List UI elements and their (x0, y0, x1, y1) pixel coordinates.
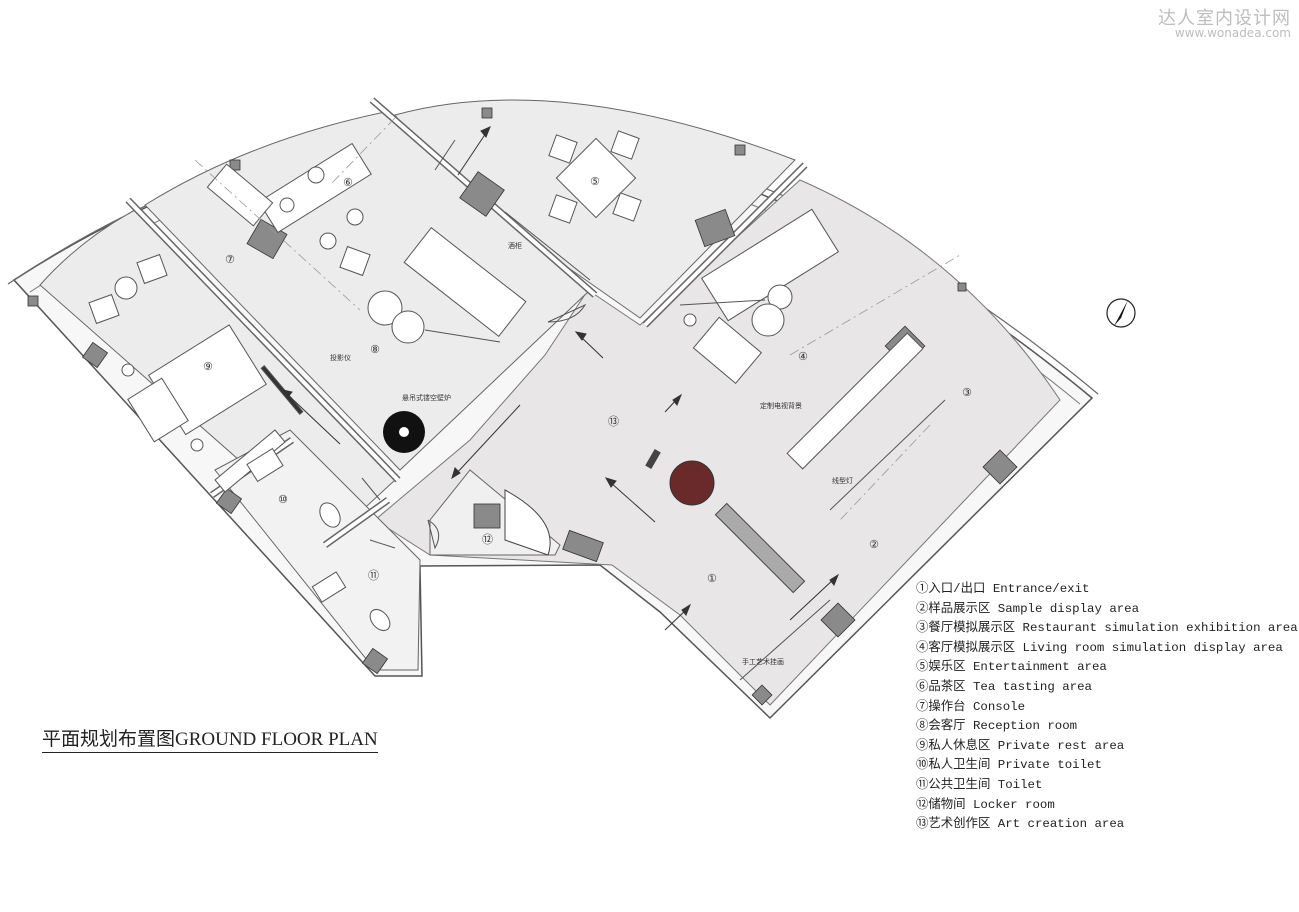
legend-item: ③餐厅模拟展示区 Restaurant simulation exhibitio… (916, 621, 1298, 636)
marker-8: ⑧ (370, 343, 380, 356)
display-furniture (504, 399, 946, 681)
marker-9: ⑨ (203, 360, 213, 373)
doors (361, 303, 587, 550)
marker-3: ③ (962, 386, 972, 399)
marker-2: ② (869, 538, 879, 551)
main-floor-zone (374, 179, 1061, 706)
rest-furniture (88, 253, 286, 493)
fireplace (383, 411, 425, 453)
legend-item: ⑩私人卫生间 Private toilet (916, 758, 1102, 773)
annotation-fireplace: 悬吊式镂空壁炉 (402, 393, 451, 402)
marker-4: ④ (798, 350, 808, 363)
marker-5: ⑤ (590, 175, 600, 188)
marker-6: ⑥ (343, 176, 353, 189)
room-markers: ① ② ③ ④ ⑤ ⑥ ⑦ ⑧ ⑨ ⑩ ⑪ ⑫ ⑬ (203, 175, 972, 585)
marker-12: ⑫ (482, 533, 493, 546)
legend-item: ⑨私人休息区 Private rest area (916, 738, 1125, 753)
legend-item: ⑧会客厅 Reception room (916, 719, 1078, 734)
legend-item: ②样品展示区 Sample display area (916, 601, 1140, 616)
annotation-line-light: 线型灯 (832, 476, 853, 485)
annotation-tv-wall: 定制电视背景 (760, 401, 802, 410)
legend-item: ④客厅模拟展示区 Living room simulation display … (916, 640, 1283, 655)
flow-arrows (282, 126, 840, 631)
marker-13: ⑬ (608, 415, 619, 428)
marker-10: ⑩ (278, 493, 288, 506)
living-furniture (679, 208, 924, 470)
legend: ①入口/出口 Entrance/exit ②样品展示区 Sample displ… (916, 580, 1298, 835)
legend-item: ⑥品茶区 Tea tasting area (916, 679, 1092, 694)
legend-item: ⑤娱乐区 Entertainment area (916, 660, 1107, 675)
entertainment-furniture (434, 130, 642, 281)
legend-item: ⑦操作台 Console (916, 699, 1026, 714)
legend-item: ⑪公共卫生间 Toilet (916, 777, 1043, 792)
annotation-wine-cabinet: 酒柜 (508, 241, 522, 250)
marker-1: ① (707, 572, 717, 585)
watermark-name: 达人室内设计网 (1158, 8, 1291, 29)
legend-item: ①入口/出口 Entrance/exit (916, 582, 1090, 596)
marker-7: ⑦ (225, 253, 235, 266)
toilet-fixtures (246, 447, 391, 632)
annotation-projector: 投影仪 (330, 353, 351, 362)
legend-item: ⑬艺术创作区 Art creation area (916, 817, 1125, 832)
annotation-handcraft: 手工艺术挂画 (742, 657, 784, 666)
art-table-red (669, 460, 715, 506)
marker-11: ⑪ (368, 569, 379, 582)
plan-title: 平面规划布置图GROUND FLOOR PLAN (42, 724, 378, 753)
reception-furniture (206, 142, 527, 415)
watermark-url: www.wonadea.com (1174, 26, 1291, 40)
north-arrow-icon (1106, 298, 1136, 328)
legend-item: ⑫储物间 Locker room (916, 797, 1055, 812)
axis-lines (194, 117, 961, 521)
annotations: 酒柜 投影仪 悬吊式镂空壁炉 定制电视背景 线型灯 手工艺术挂画 (330, 241, 853, 666)
